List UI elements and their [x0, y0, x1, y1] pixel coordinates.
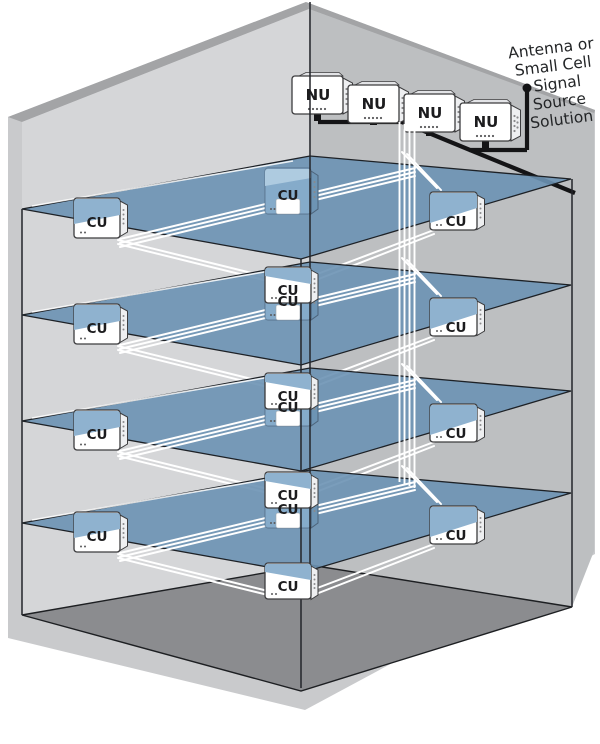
cu-label: CU: [278, 188, 299, 204]
cu-label: CU: [278, 502, 299, 518]
cu-label: CU: [87, 215, 108, 231]
nu-label: NU: [306, 86, 331, 104]
nu-label: NU: [474, 113, 499, 131]
cu-label: CU: [87, 529, 108, 545]
roof-bevel-left: [8, 2, 309, 122]
riser-cables: [398, 122, 416, 488]
nu-label: NU: [362, 95, 387, 113]
antenna-feed-node: [522, 83, 532, 93]
ground-slab: [21, 564, 573, 692]
cu-label: CU: [446, 528, 467, 544]
cu-label: CU: [278, 488, 299, 504]
cu-label: CU: [446, 214, 467, 230]
cu-label: CU: [446, 426, 467, 442]
cu-label: CU: [87, 427, 108, 443]
roof-bevel-right: [306, 2, 595, 114]
cu-label: CU: [278, 389, 299, 405]
annotation: Antenna or Small Cell Signal Source Solu…: [507, 34, 595, 132]
cu-label: CU: [446, 320, 467, 336]
trunk-cable: [469, 148, 576, 195]
cu-label: CU: [278, 283, 299, 299]
cu-label: CU: [87, 321, 108, 337]
annotation-line: Signal: [533, 72, 582, 96]
signal-source-cabling: [314, 83, 576, 195]
cu-label: CU: [278, 579, 299, 595]
cu-label: CU: [278, 294, 299, 310]
nu-label: NU: [418, 104, 443, 122]
cu-label: CU: [278, 400, 299, 416]
